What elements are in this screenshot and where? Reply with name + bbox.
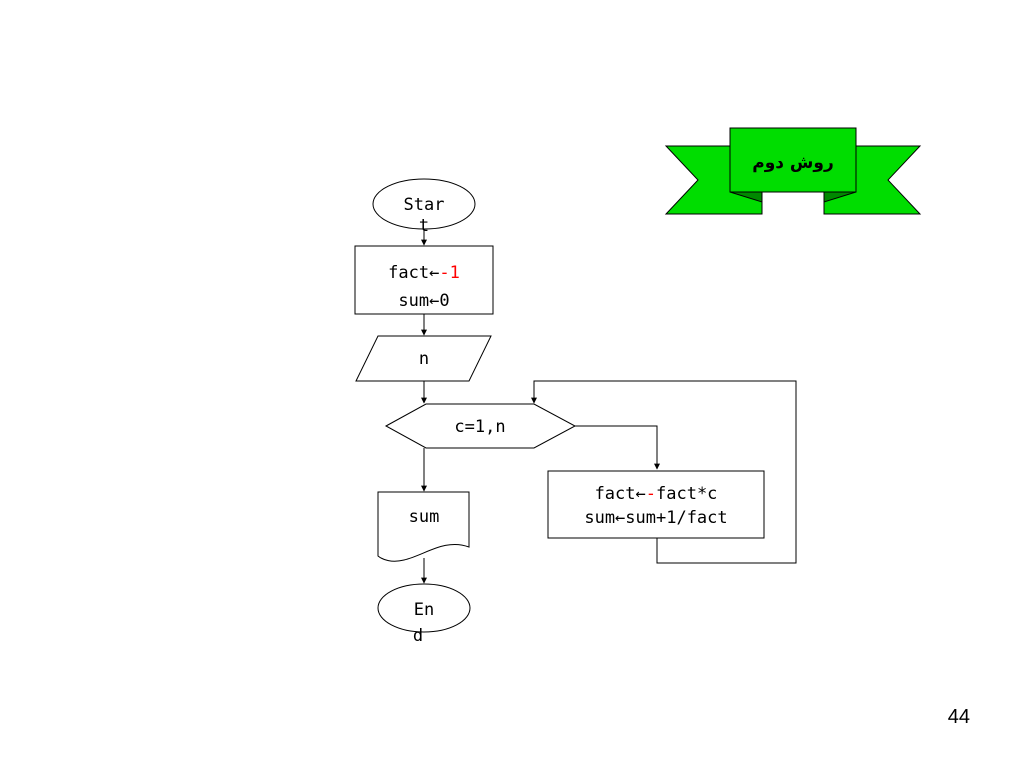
body-process — [547, 470, 765, 539]
body-fact-prefix: fact← — [595, 484, 646, 504]
loop-label: c=1,n — [454, 417, 505, 437]
start-label-line1: Star — [404, 195, 445, 215]
arrow-body-loopback — [531, 380, 797, 564]
init-sum-line: sum←0 — [398, 291, 449, 311]
body-fact-dash: - — [646, 484, 656, 504]
ribbon-center — [729, 127, 857, 193]
banner-label: روش دوم — [752, 153, 833, 173]
body-fact-line: fact←-fact*c — [595, 484, 718, 504]
body-sum-line: sum←sum+1/fact — [584, 508, 727, 528]
end-terminal — [377, 583, 471, 633]
start-label-line2: t — [419, 216, 429, 236]
arrow-loop-body — [575, 425, 660, 470]
output-label: sum — [409, 507, 440, 527]
end-label-line1: En — [414, 600, 434, 620]
init-fact-value: -1 — [439, 263, 459, 283]
input-label: n — [419, 349, 429, 369]
body-fact-suffix: fact*c — [656, 484, 717, 504]
page-number: 44 — [947, 706, 970, 728]
init-fact-line: fact←-1 — [388, 263, 460, 283]
init-fact-prefix: fact← — [388, 263, 439, 283]
input-parallelogram — [355, 335, 492, 382]
output-document — [377, 491, 470, 562]
ribbon-banner: روش دوم — [664, 127, 922, 215]
end-label-line2: d — [413, 626, 423, 646]
